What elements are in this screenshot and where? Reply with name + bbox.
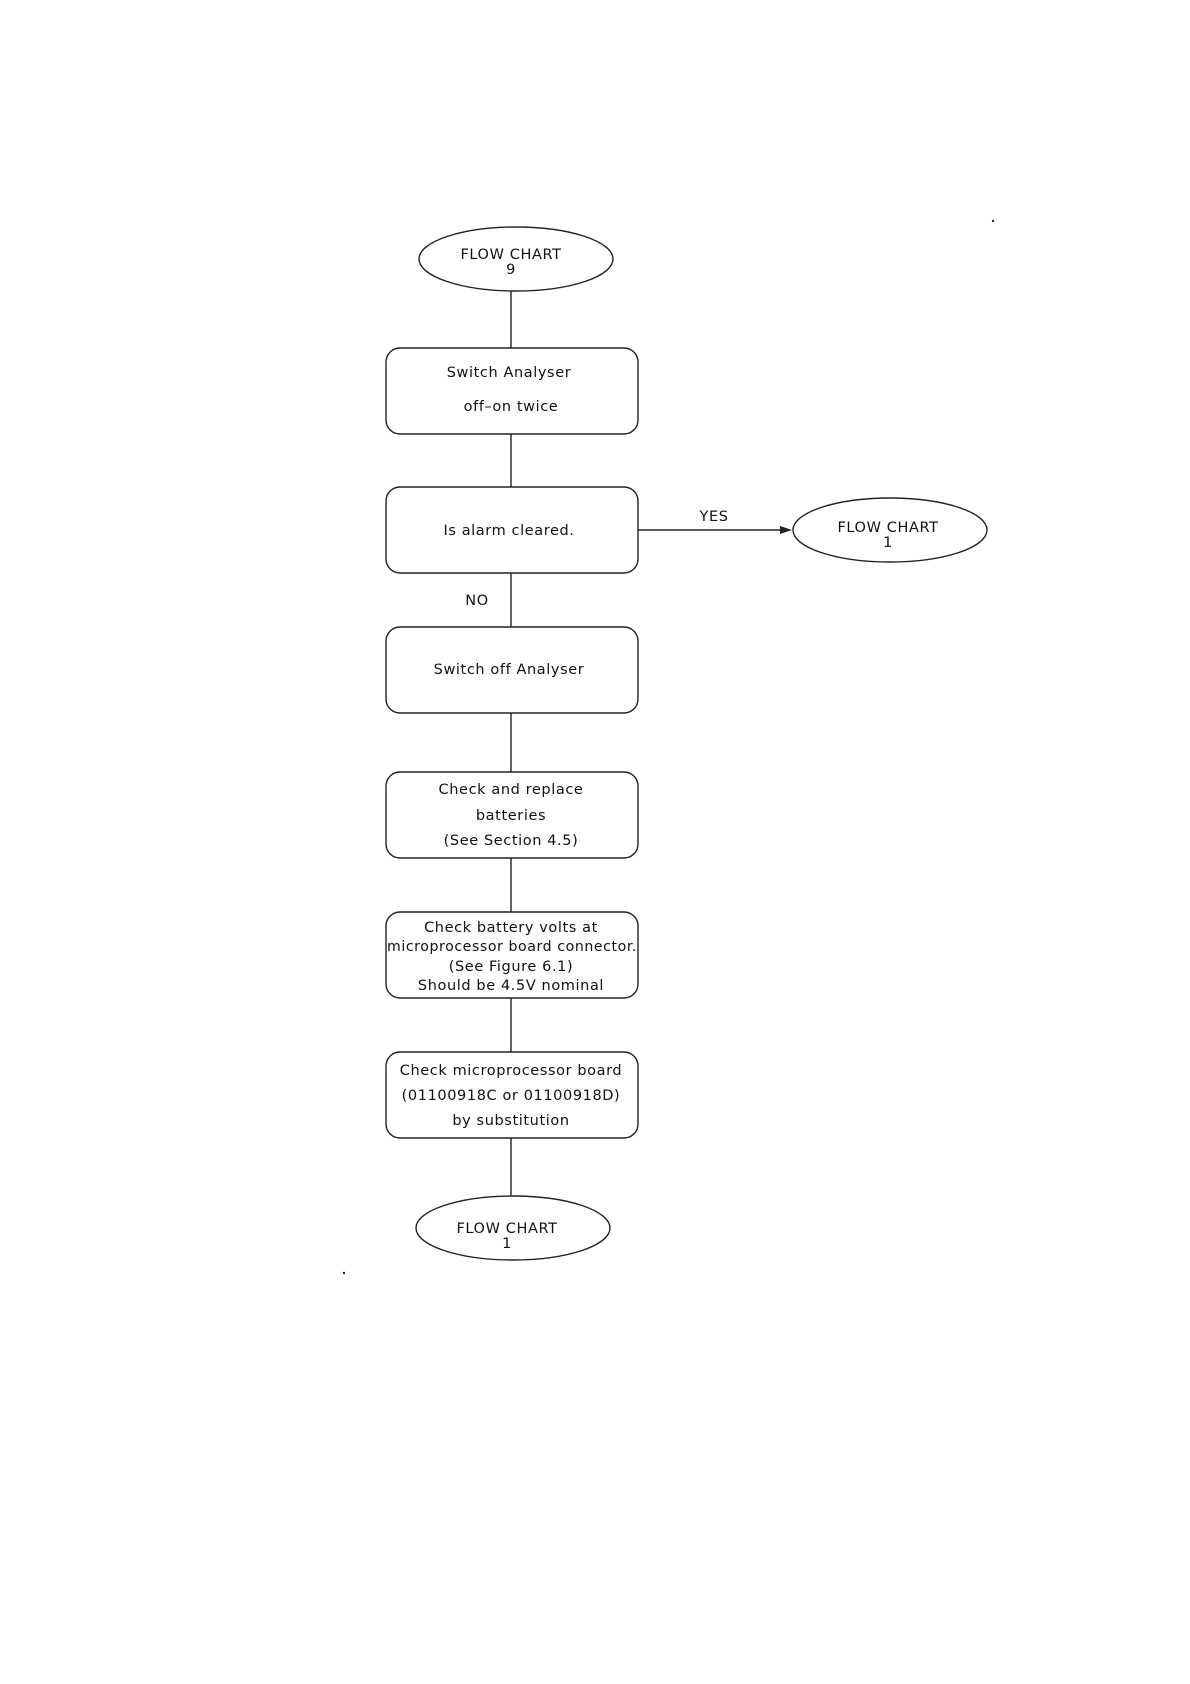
- start-terminal-line-1: FLOW CHART: [460, 247, 561, 263]
- yes-terminal: [792, 497, 988, 563]
- step-switch-off-on-box: [385, 347, 639, 435]
- step-1-line-1: Switch Analyser: [447, 365, 572, 381]
- decision-alarm-cleared-box: [385, 486, 639, 574]
- yes-terminal-line-2: 1: [883, 535, 893, 551]
- step-check-battery-volts-box: [385, 911, 639, 999]
- start-terminal-line-2: 9: [506, 262, 516, 278]
- step-5-line-2: microprocessor board connector.: [387, 939, 637, 955]
- step-4-line-1: Check and replace: [439, 782, 584, 798]
- step-5-line-3: (See Figure 6.1): [449, 959, 574, 975]
- scan-dot: [991, 219, 995, 223]
- step-6-line-3: by substitution: [452, 1113, 569, 1129]
- end-terminal-line-1: FLOW CHART: [456, 1221, 557, 1237]
- step-5-line-1: Check battery volts at: [424, 920, 598, 936]
- step-switch-off-box: [385, 626, 639, 714]
- start-terminal: [418, 226, 614, 292]
- step-4-line-3: (See Section 4.5): [444, 833, 579, 849]
- arrowhead-icon: [780, 526, 792, 534]
- decision-line-1: Is alarm cleared.: [443, 523, 574, 539]
- step-6-line-2: (01100918C or 01100918D): [402, 1088, 621, 1104]
- end-terminal: [415, 1195, 611, 1261]
- no-label: NO: [465, 593, 488, 609]
- end-terminal-line-2: 1: [502, 1236, 512, 1252]
- yes-terminal-line-1: FLOW CHART: [837, 520, 938, 536]
- yes-label: YES: [698, 509, 728, 525]
- step-replace-batteries-box: [385, 771, 639, 859]
- step-3-line-1: Switch off Analyser: [434, 662, 585, 678]
- step-4-line-2: batteries: [476, 808, 546, 824]
- step-1-line-2: off–on twice: [464, 399, 559, 415]
- step-check-microprocessor-box: [385, 1051, 639, 1139]
- scan-dot: [342, 1271, 346, 1275]
- step-6-line-1: Check microprocessor board: [400, 1063, 623, 1079]
- step-5-line-4: Should be 4.5V nominal: [418, 978, 604, 994]
